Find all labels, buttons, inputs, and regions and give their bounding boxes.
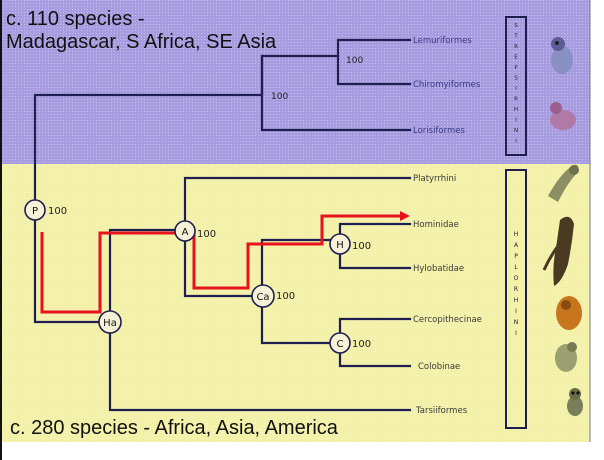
strepsirhini-caption-line1: c. 110 species - bbox=[6, 8, 276, 31]
tarsier-illustration bbox=[567, 388, 583, 416]
haplorhini-caption: c. 280 species - Africa, Asia, America bbox=[10, 417, 338, 440]
strepsirhini-caption-line2: Madagascar, S Africa, SE Asia bbox=[6, 31, 276, 54]
taxon-colobinae: Colobinae bbox=[418, 362, 460, 372]
platyrrhine-illustration-head bbox=[569, 165, 579, 175]
strep-letters-char: R bbox=[514, 44, 518, 50]
support-lemur-chiromys: 100 bbox=[346, 56, 363, 66]
node-a-support: 100 bbox=[197, 229, 216, 240]
tarsier-illustration-eye-left bbox=[571, 391, 574, 394]
node-ca-letter: Ca bbox=[256, 292, 269, 303]
node-c-letter: C bbox=[337, 339, 344, 350]
taxon-hominidae: Hominidae bbox=[413, 220, 459, 230]
hap-letters-char: R bbox=[514, 286, 518, 293]
hap-letters-char: I bbox=[515, 330, 517, 337]
strep-letters-char: E bbox=[514, 55, 518, 61]
taxon-cercopithecinae: Cercopithecinae bbox=[413, 315, 482, 325]
tarsier-illustration-eye-right bbox=[576, 391, 579, 394]
node-a-letter: A bbox=[182, 227, 189, 238]
hap-letters-char: N bbox=[514, 319, 519, 326]
hap-letters-char: O bbox=[514, 275, 519, 282]
strep-letters-char: T bbox=[513, 34, 518, 40]
strep-letters-char: H bbox=[514, 107, 518, 113]
node-c-support: 100 bbox=[352, 339, 371, 350]
strepsirhini-caption: c. 110 species - Madagascar, S Africa, S… bbox=[6, 8, 276, 54]
taxon-platyrrhini: Platyrrhini bbox=[413, 174, 456, 184]
taxon-lemuriformes: Lemuriformes bbox=[413, 36, 472, 46]
strep-letters-char: R bbox=[514, 97, 518, 103]
haplorhini-band-texture bbox=[0, 164, 590, 442]
taxon-lorisiformes: Lorisiformes bbox=[413, 126, 465, 136]
node-ca-support: 100 bbox=[276, 291, 295, 302]
taxon-tarsiiformes: Tarsiiformes bbox=[415, 406, 468, 416]
taxon-chiromyiformes: Chiromyiformes bbox=[413, 80, 481, 90]
hap-letters-char: I bbox=[515, 308, 517, 315]
loris-illustration-head bbox=[550, 102, 562, 114]
support-strepsirhini: 100 bbox=[271, 92, 288, 102]
orangutan-illustration bbox=[556, 296, 582, 330]
node-p-support: 100 bbox=[48, 206, 67, 217]
node-h-letter: H bbox=[336, 240, 344, 251]
lemur-illustration-body bbox=[551, 46, 573, 74]
node-h-support: 100 bbox=[352, 241, 371, 252]
strep-letters-char: N bbox=[514, 128, 518, 134]
node-ha: Ha bbox=[99, 311, 121, 333]
strep-letters-char: S bbox=[514, 76, 518, 82]
hap-letters-char: H bbox=[514, 231, 519, 238]
colobus-illustration-head bbox=[567, 342, 577, 352]
strep-letters-char: S bbox=[514, 23, 518, 29]
node-ha-letter: Ha bbox=[103, 318, 117, 329]
hap-letters-char: P bbox=[514, 253, 518, 260]
hap-letters-char: H bbox=[514, 297, 519, 304]
node-p-letter: P bbox=[32, 206, 38, 217]
taxon-hylobatidae: Hylobatidae bbox=[413, 264, 464, 274]
lemur-illustration-eye bbox=[555, 41, 559, 45]
orangutan-illustration-face bbox=[561, 300, 571, 310]
